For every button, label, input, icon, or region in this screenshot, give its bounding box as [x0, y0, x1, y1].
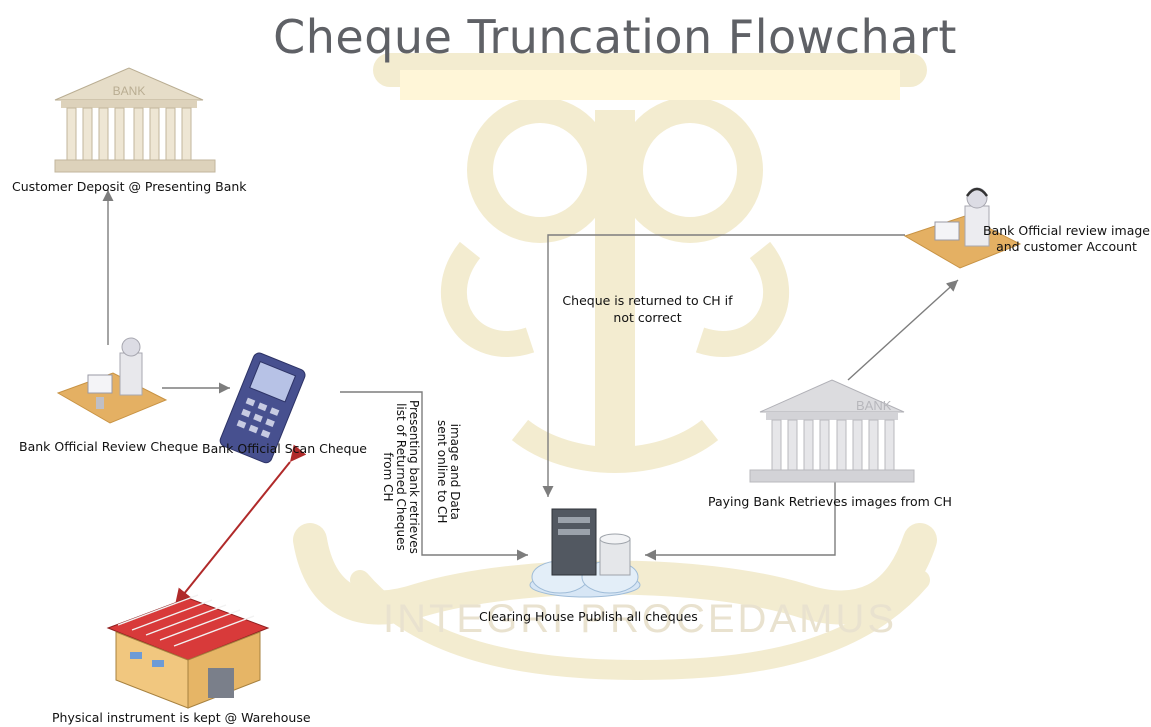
edge-returned-to-clearing — [542, 234, 905, 497]
label-retrieve-returned: Presenting bank retrieves list of Return… — [381, 400, 421, 554]
label-clearing-house: Clearing House Publish all cheques — [479, 609, 698, 624]
label-warehouse: Physical instrument is kept @ Warehouse — [52, 710, 311, 725]
paying-bank-icon: BANK — [749, 379, 915, 483]
label-sent-online: image and Data sent online to CH — [435, 420, 462, 524]
edge-paying-to-review-image — [847, 279, 959, 381]
scanner-icon — [219, 352, 306, 464]
label-retrieve-line2: list of Returned Cheques — [394, 403, 408, 551]
label-retrieve-line3: from CH — [381, 452, 395, 502]
label-review-cheque: Bank Official Review Cheque — [19, 439, 199, 454]
watermark-motto: INTEGRI PROCEDAMUS — [383, 597, 897, 641]
svg-text:BANK: BANK — [856, 398, 892, 413]
svg-text:BANK: BANK — [113, 84, 146, 98]
bank-icon: BANK — [54, 67, 216, 173]
edge-scan-to-clearing — [340, 391, 528, 561]
page-title: Cheque Truncation Flowchart — [273, 10, 957, 64]
label-customer-deposit: Customer Deposit @ Presenting Bank — [12, 179, 247, 194]
label-returned-line1: Cheque is returned to CH if — [562, 293, 733, 308]
label-returned: Cheque is returned to CH if not correct — [560, 292, 735, 326]
edge-paying-to-clearing — [645, 478, 836, 561]
server-cloud-icon — [529, 508, 641, 598]
label-scan-cheque: Bank Official Scan Cheque — [202, 441, 367, 456]
label-sent-line1: image and Data — [448, 423, 462, 520]
label-returned-line2: not correct — [613, 310, 682, 325]
warehouse-icon — [106, 594, 270, 709]
label-review-image-line2: and customer Account — [996, 239, 1137, 254]
label-sent-line2: sent online to CH — [435, 420, 449, 524]
label-review-image: Bank Official review image and customer … — [983, 223, 1150, 255]
headset-official-icon — [903, 187, 1022, 269]
desk-official-icon — [56, 337, 168, 424]
label-retrieve-line1: Presenting bank retrieves — [407, 400, 421, 554]
edge-scan-warehouse — [174, 444, 307, 606]
label-paying-bank: Paying Bank Retrieves images from CH — [708, 494, 952, 509]
label-review-image-line1: Bank Official review image — [983, 223, 1150, 238]
